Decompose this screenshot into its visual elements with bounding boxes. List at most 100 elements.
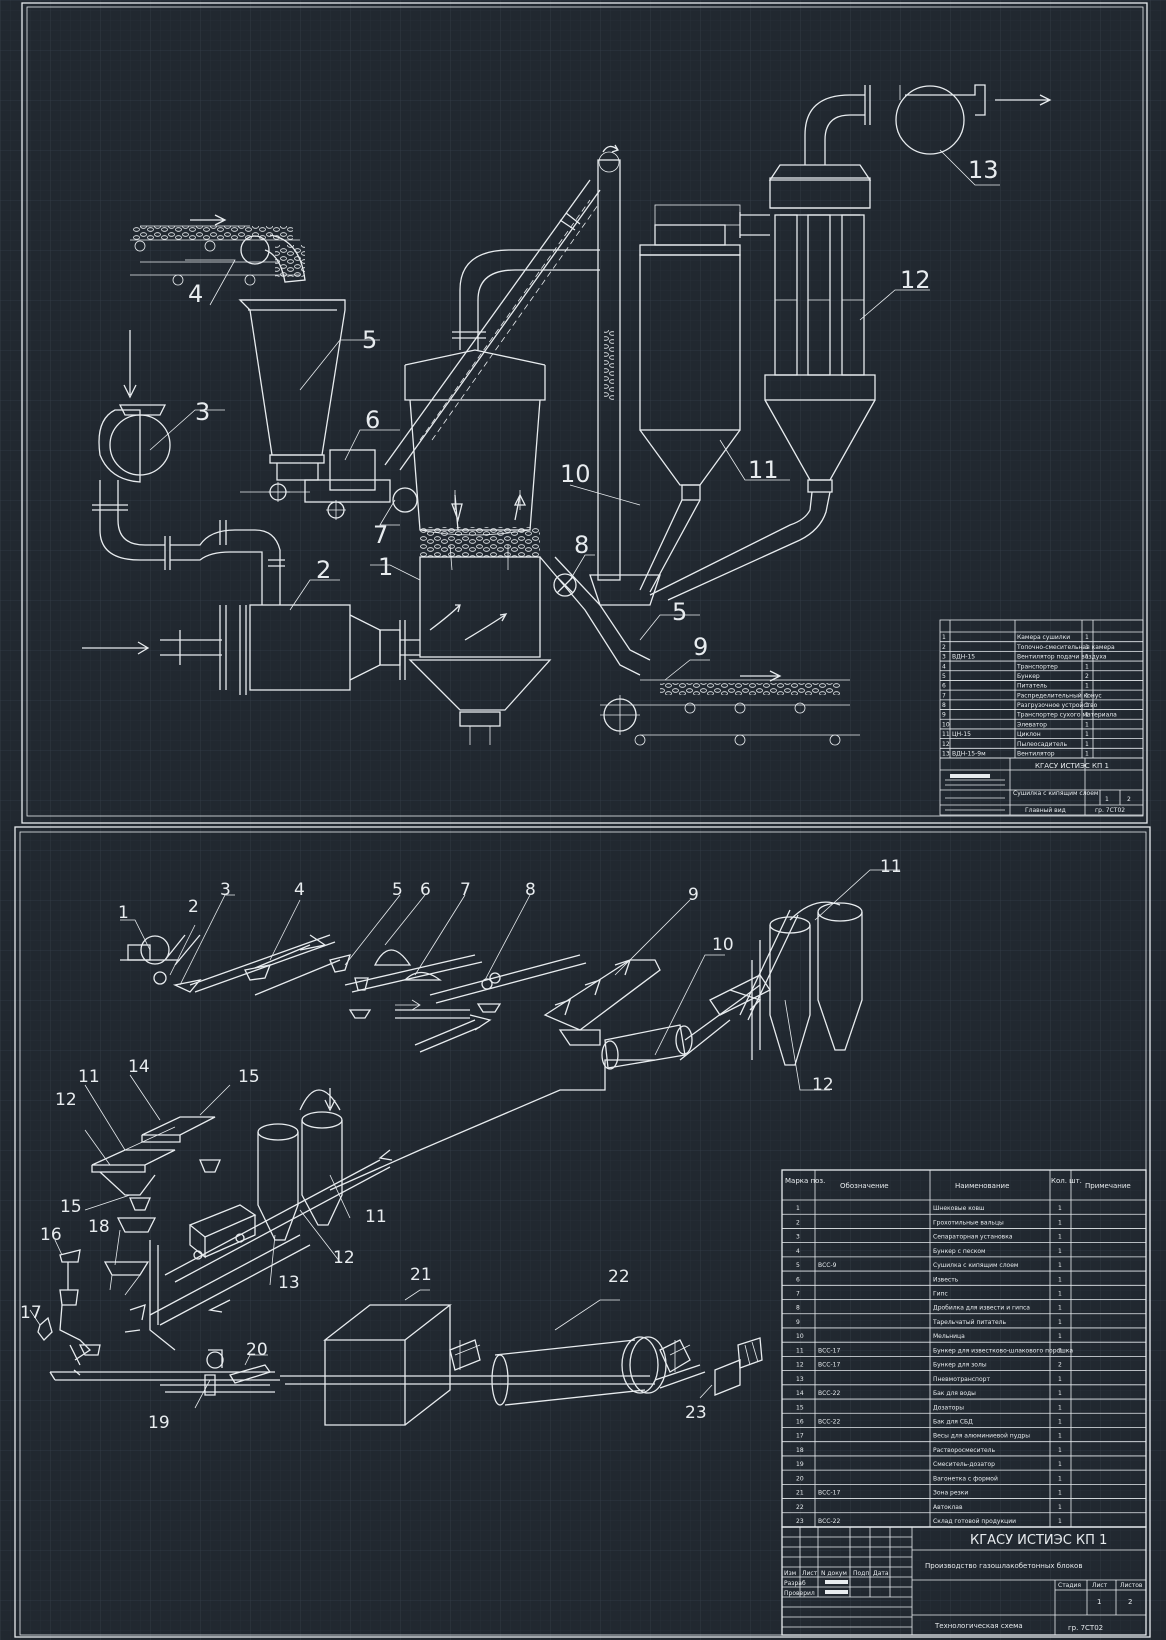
s2-row-name: Бак для воды <box>933 1390 976 1397</box>
s2-row-name: Бункер с песком <box>933 1248 986 1255</box>
unloader-8 <box>539 556 651 676</box>
s2-row-code: ВСС-9 <box>818 1262 837 1269</box>
silos-11-12-middle <box>257 1088 343 1241</box>
s2-row-name: Вагонетка с формой <box>933 1475 998 1482</box>
s2-row-name: Бункер для золы <box>933 1362 987 1369</box>
s2-row-name: Гипс <box>933 1291 948 1298</box>
sheet1-drawing: 1 2 3 4 5 6 7 8 9 10 11 12 13 5 1Камера … <box>21 2 1148 824</box>
s1-row-pos: 4 <box>942 663 946 670</box>
callout-5-lower: 5 <box>672 598 687 626</box>
leader-lines-sheet1 <box>149 149 1000 681</box>
s2-row-qty: 1 <box>1058 1276 1062 1283</box>
s2-row-pos: 6 <box>796 1276 800 1283</box>
s2-row-qty: 1 <box>1058 1447 1062 1454</box>
s2-callout-21: 21 <box>410 1265 432 1285</box>
s2-row-qty: 1 <box>1058 1333 1062 1340</box>
s2-row-pos: 2 <box>796 1219 800 1226</box>
s2-callout-11-left: 11 <box>78 1067 100 1087</box>
s2-callout-18: 18 <box>88 1217 110 1237</box>
s2-row-name: Зона резки <box>933 1490 968 1497</box>
stamp1-group: гр. 7СТ02 <box>1095 807 1125 814</box>
s2-row-qty: 1 <box>1058 1291 1062 1298</box>
s2-row-code: ВСС-22 <box>818 1390 840 1397</box>
s2-row-qty: 1 <box>1058 1404 1062 1411</box>
s1-row-code: ВДН-15-9м <box>952 751 986 758</box>
stamp2-listov: Листов <box>1120 1582 1143 1589</box>
s2-row-pos: 13 <box>796 1376 804 1383</box>
s1-row-pos: 7 <box>942 692 946 699</box>
s2-row-pos: 10 <box>796 1333 804 1340</box>
s1-row-name: Камера сушилки <box>1017 634 1070 641</box>
s1-row-pos: 13 <box>942 751 950 758</box>
s1-row-qty: 1 <box>1085 654 1089 661</box>
s1-row-code: ЦН-15 <box>952 731 971 738</box>
s2-row-name: Автоклав <box>933 1504 963 1511</box>
s1-row-qty: 1 <box>1085 634 1089 641</box>
s1-row-qty: 1 <box>1085 751 1089 758</box>
s2-row-name: Известь <box>933 1276 959 1283</box>
s2-callout-5: 5 <box>392 880 403 900</box>
s2-callout-10: 10 <box>712 935 734 955</box>
s2-row-qty: 1 <box>1058 1518 1062 1525</box>
callout-8: 8 <box>574 531 589 559</box>
callout-6: 6 <box>365 406 380 434</box>
s1-row-name: Вентилятор <box>1017 751 1055 758</box>
stamp2-title: Производство газошлакобетонных блоков <box>925 1562 1082 1570</box>
s2-row-name: Сепараторная установка <box>933 1234 1013 1241</box>
s2-row-pos: 7 <box>796 1291 800 1298</box>
callout-4: 4 <box>188 280 203 308</box>
stamp2-ndoc: N докум <box>821 1570 847 1577</box>
feeder-9-mill-10 <box>543 909 799 1070</box>
s2-row-name: Грохотильные вальцы <box>933 1219 1004 1226</box>
s1-row-name: Вентилятор подачи воздуха <box>1017 654 1107 661</box>
bottom-production-line <box>49 1304 763 1426</box>
s2-row-name: Весы для алюминиевой пудры <box>933 1433 1030 1440</box>
header-qty: Кол. шт. <box>1051 1177 1082 1185</box>
s2-row-qty: 1 <box>1058 1262 1062 1269</box>
s2-row-name: Бункер для известково-шлакового порошка <box>933 1347 1073 1354</box>
s1-row-name: Распределительный конус <box>1017 692 1102 699</box>
s1-row-qty: 2 <box>1085 673 1089 680</box>
s2-callout-16: 16 <box>40 1225 62 1245</box>
s2-row-code: ВСС-22 <box>818 1418 840 1425</box>
callout-3: 3 <box>195 398 210 426</box>
s2-row-pos: 17 <box>796 1433 804 1440</box>
stamp2-sheet: 1 <box>1097 1598 1101 1606</box>
stamp2-subtitle: Технологическая схема <box>934 1622 1023 1630</box>
s1-row-pos: 3 <box>942 654 946 661</box>
s2-callout-8: 8 <box>525 880 536 900</box>
s2-callout-2: 2 <box>188 897 199 917</box>
s2-callout-17: 17 <box>20 1303 42 1323</box>
leader-lines-sheet2 <box>29 869 900 1409</box>
callout-13: 13 <box>968 156 999 184</box>
s1-row-pos: 5 <box>942 673 946 680</box>
callout-2: 2 <box>316 556 331 584</box>
wagon-pneumotransport <box>149 1059 655 1326</box>
s2-callout-15-top: 15 <box>238 1067 260 1087</box>
title-block-sheet2: Изм Лист N докум Подп Дата Разраб Провер… <box>781 1526 1147 1636</box>
s1-row-qty: 1 <box>1085 741 1089 748</box>
stamp2-izm: Изм <box>784 1570 796 1577</box>
s1-row-name: Пылеосадитель <box>1017 741 1067 748</box>
s1-row-qty: 1 <box>1085 692 1089 699</box>
s1-row-pos: 1 <box>942 634 946 641</box>
conveyor-9 <box>600 670 860 746</box>
header-note: Примечание <box>1085 1182 1131 1190</box>
stamp2-group: гр. 7СТ02 <box>1068 1624 1103 1632</box>
callout-1: 1 <box>378 553 393 581</box>
header-name: Наименование <box>955 1182 1009 1190</box>
s2-row-qty: 1 <box>1058 1319 1062 1326</box>
s2-callout-20: 20 <box>246 1340 268 1360</box>
chamber-2 <box>82 520 420 695</box>
s1-row-name: Транспортер сухого материала <box>1016 712 1117 719</box>
s2-row-name: Склад готовой продукции <box>933 1518 1016 1525</box>
s2-row-qty: 1 <box>1058 1475 1062 1482</box>
elevator-10 <box>589 144 661 606</box>
stamp2-list2: Лист <box>1092 1582 1108 1589</box>
s2-row-qty: 1 <box>1058 1205 1062 1212</box>
callout-10: 10 <box>560 460 591 488</box>
stamp1-sheet: 1 <box>1105 796 1109 803</box>
stamp2-prov: Проверил <box>784 1590 815 1597</box>
